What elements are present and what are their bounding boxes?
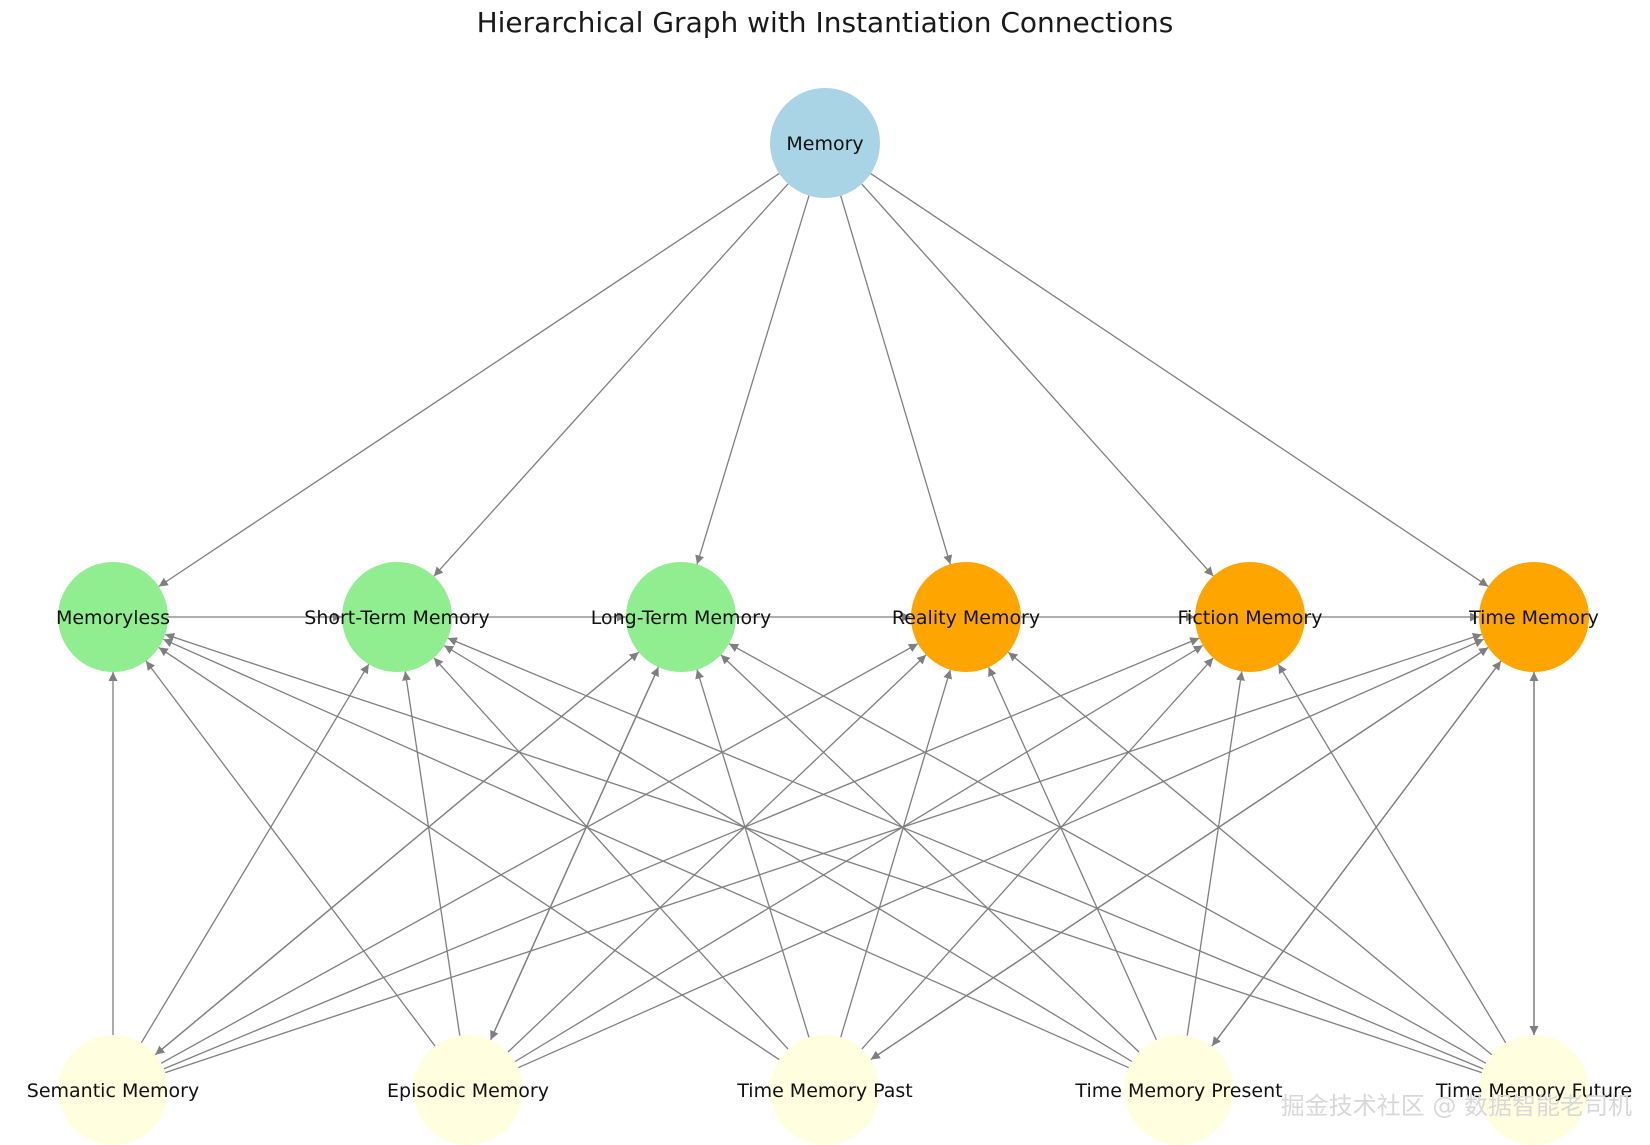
edge-tm_present-to-long_term: [720, 654, 1140, 1053]
graph-title: Hierarchical Graph with Instantiation Co…: [477, 6, 1174, 39]
edge-semantic-to-short_term: [140, 663, 370, 1044]
node-memoryless: Memoryless: [56, 562, 170, 672]
node-circle: [58, 562, 168, 672]
node-label: Episodic Memory: [387, 1080, 549, 1102]
node-tm-future: Time Memory Future: [1435, 1035, 1632, 1145]
edge-memory-to-fiction: [861, 183, 1214, 577]
edge-tm_future-to-memoryless: [164, 632, 1483, 1074]
node-time: Time Memory: [1468, 562, 1599, 672]
node-circle: [1124, 1035, 1234, 1145]
edge-semantic-to-reality: [160, 643, 919, 1064]
node-label: Time Memory Future: [1435, 1080, 1632, 1102]
edge-tm_future-to-long_term: [728, 643, 1487, 1064]
edge-tm_past-to-memoryless: [158, 646, 780, 1061]
edge-time-to-tm_present: [1211, 660, 1502, 1047]
node-label: Short-Term Memory: [304, 607, 489, 629]
node-label: Time Memory: [1468, 607, 1599, 629]
node-label: Semantic Memory: [27, 1080, 199, 1102]
edge-episodic-to-memoryless: [145, 660, 436, 1047]
edge-tm_past-to-reality: [840, 669, 953, 1038]
edge-memory-to-memoryless: [158, 172, 780, 588]
edge-tm_future-to-reality: [1007, 651, 1493, 1056]
edge-tm_present-to-fiction: [1186, 671, 1245, 1036]
node-circle: [770, 1035, 880, 1145]
node-semantic: Semantic Memory: [27, 1035, 199, 1145]
node-label: Memory: [786, 133, 863, 155]
edge-tm_past-to-fiction: [861, 657, 1214, 1050]
node-circle: [58, 1035, 168, 1145]
node-circle: [413, 1035, 523, 1145]
node-short-term: Short-Term Memory: [304, 562, 490, 672]
node-label: Reality Memory: [892, 607, 1040, 629]
edges-layer: [108, 172, 1539, 1074]
node-fiction: Fiction Memory: [1178, 562, 1323, 672]
node-label: Time Memory Past: [736, 1080, 912, 1102]
edge-episodic-to-time: [518, 638, 1484, 1069]
edge-memory-to-short_term: [433, 183, 789, 577]
node-circle: [1479, 562, 1589, 672]
node-circle: [770, 88, 880, 198]
node-label: Memoryless: [56, 607, 170, 629]
node-tm-past: Time Memory Past: [736, 1035, 913, 1145]
edge-episodic-to-short_term: [402, 671, 461, 1036]
edge-tm_past-to-short_term: [433, 657, 789, 1050]
edge-semantic-to-fiction: [163, 637, 1200, 1070]
node-circle: [1195, 562, 1305, 672]
node-label: Long-Term Memory: [591, 607, 771, 629]
edge-episodic-to-reality: [507, 654, 927, 1053]
edge-tm_present-to-reality: [988, 666, 1157, 1041]
edge-memory-to-reality: [840, 195, 953, 565]
node-reality: Reality Memory: [892, 562, 1040, 672]
node-long-term: Long-Term Memory: [591, 562, 771, 672]
edge-episodic-to-fiction: [514, 644, 1204, 1063]
node-label: Time Memory Present: [1074, 1080, 1282, 1102]
edge-tm_past-to-long_term: [695, 669, 810, 1038]
node-circle: [342, 562, 452, 672]
node-tm-present: Time Memory Present: [1074, 1035, 1283, 1145]
edge-time-to-tm_past: [870, 646, 1489, 1061]
edge-long_term-to-semantic: [154, 651, 640, 1056]
edge-memory-to-time: [870, 173, 1489, 587]
node-label: Fiction Memory: [1178, 607, 1323, 629]
edge-tm_present-to-memoryless: [163, 638, 1129, 1069]
node-circle: [1479, 1035, 1589, 1145]
node-circle: [911, 562, 1021, 672]
edge-tm_present-to-short_term: [443, 644, 1133, 1063]
node-memory: Memory: [770, 88, 880, 198]
edge-tm_future-to-fiction: [1277, 663, 1507, 1044]
edge-long_term-to-episodic: [490, 666, 659, 1041]
node-episodic: Episodic Memory: [387, 1035, 549, 1145]
watermark: 掘金技术社区 @ 数据智能老司机: [1281, 1092, 1632, 1120]
edge-memory-to-long_term: [695, 195, 810, 565]
node-circle: [626, 562, 736, 672]
edge-tm_future-to-short_term: [447, 637, 1484, 1070]
